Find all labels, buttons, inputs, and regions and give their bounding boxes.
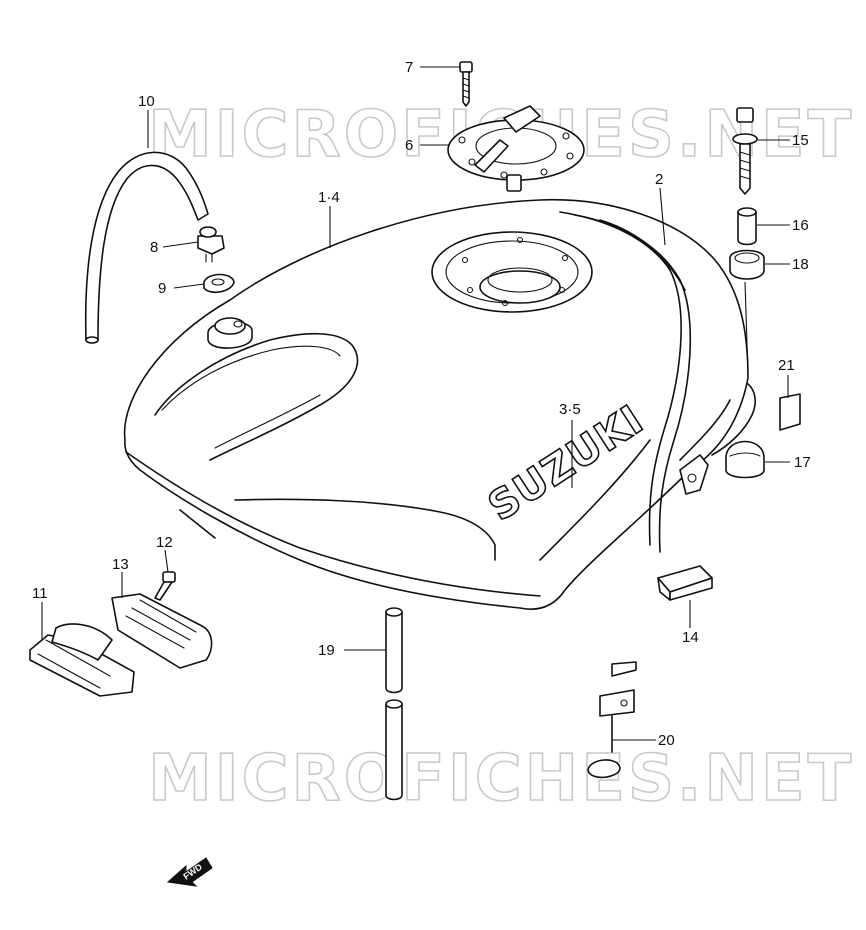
fuel-cap — [447, 105, 585, 192]
rubber-cushion — [725, 440, 765, 479]
watermark-bottom: MICROFICHES.NET — [148, 742, 854, 816]
callout-labels: 7 6 10 8 9 1·4 2 3·5 15 16 18 21 17 14 1… — [32, 59, 811, 749]
callout-16: 16 — [792, 217, 809, 234]
bracket-screw — [154, 571, 176, 601]
hose-clamp — [587, 661, 637, 779]
callout-20: 20 — [658, 732, 675, 749]
leader-lines — [41, 66, 790, 741]
callout-17: 17 — [794, 454, 811, 471]
cap-screw — [459, 61, 473, 107]
callout-19: 19 — [318, 642, 335, 659]
callout-3-5: 3·5 — [559, 401, 581, 418]
callout-18: 18 — [792, 256, 809, 273]
callout-15: 15 — [792, 132, 809, 149]
hose-joint — [197, 226, 225, 263]
drain-hose — [385, 607, 403, 801]
callout-12: 12 — [156, 534, 173, 551]
fuel-tank: SUZUKI — [123, 198, 757, 610]
callout-21: 21 — [778, 357, 795, 374]
cushion — [729, 249, 765, 280]
callout-1-4: 1·4 — [318, 189, 340, 206]
breather-hose — [84, 151, 209, 344]
callout-13: 13 — [112, 556, 129, 573]
forward-arrow-icon: FWD — [166, 857, 213, 887]
washer — [203, 273, 235, 294]
callout-9: 9 — [158, 280, 166, 297]
callout-14: 14 — [682, 629, 699, 646]
callout-11: 11 — [32, 585, 48, 602]
block-cushion — [657, 565, 713, 601]
callout-6: 6 — [405, 137, 413, 154]
callout-2: 2 — [655, 171, 663, 188]
callout-10: 10 — [138, 93, 155, 110]
tank-bracket — [29, 623, 135, 697]
pad — [779, 393, 801, 431]
callout-8: 8 — [150, 239, 158, 256]
callout-7: 7 — [405, 59, 413, 76]
collar — [737, 207, 757, 246]
mounting-bolt — [732, 107, 758, 195]
rubber-pad — [111, 593, 213, 669]
